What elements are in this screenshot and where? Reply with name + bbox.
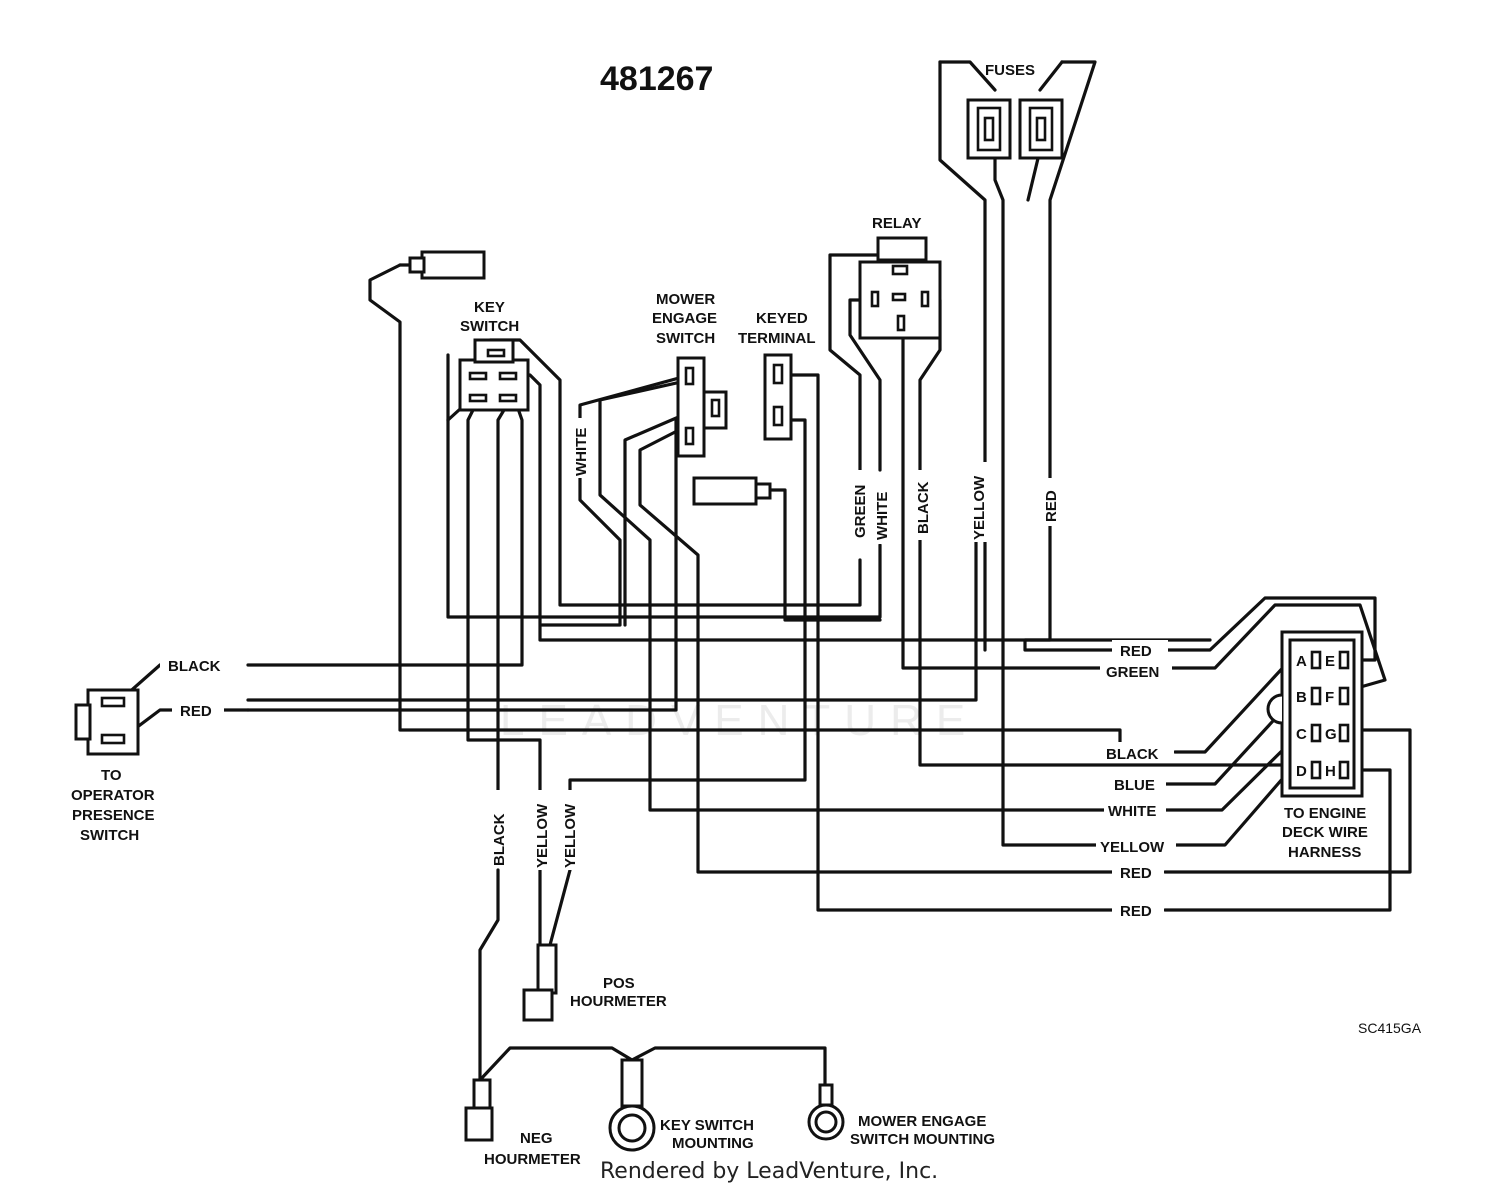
wire-label-red-a: RED	[1120, 643, 1152, 660]
keyed-terminal-label: KEYED TERMINAL	[738, 310, 816, 347]
keyed-terminal-label-line-1: KEYED	[756, 310, 808, 327]
footer-credit: Rendered by LeadVenture, Inc.	[600, 1159, 938, 1184]
horizontal-wire-labels: BLACK RED RED GREEN BLACK BLUE WHITE YEL…	[168, 643, 1165, 920]
wire-label-yellow-fuse: YELLOW	[971, 475, 988, 540]
neg-hourmeter-line-2: HOURMETER	[484, 1151, 581, 1168]
neg-hourmeter-line-1: NEG	[520, 1130, 553, 1147]
mower-engage-mounting-line-1: MOWER ENGAGE	[858, 1113, 986, 1130]
wire-label-red-ops: RED	[180, 703, 212, 720]
mower-engage-mounting-label: MOWER ENGAGE SWITCH MOUNTING	[850, 1113, 995, 1148]
pin-label-e: E	[1325, 653, 1335, 670]
wire-label-black-relay: BLACK	[915, 481, 932, 534]
wire-label-black-c: BLACK	[1106, 746, 1159, 763]
neg-hourmeter-terminal	[464, 1078, 494, 1142]
wire-label-red-h: RED	[1120, 903, 1152, 920]
mower-engage-mounting-ring	[807, 1083, 845, 1141]
drawing-code: SC415GA	[1358, 1020, 1422, 1036]
keyed-terminal	[763, 353, 793, 441]
vertical-wire-labels: WHITE GREEN WHITE BLACK YELLOW RED BLACK…	[491, 428, 1060, 868]
wire-label-red-fuse: RED	[1043, 490, 1060, 522]
wire-label-black-hour: BLACK	[491, 813, 508, 866]
pos-hourmeter-label: POS HOURMETER	[570, 975, 667, 1010]
connector-pin-letters: A B C D E F G H	[1296, 653, 1337, 780]
diagram-title: 481267	[600, 60, 713, 98]
key-switch-label-line-2: SWITCH	[460, 318, 519, 335]
fuse-icon-1	[983, 116, 995, 142]
key-switch-label-line-1: KEY	[474, 299, 505, 316]
key-switch-mounting-line-1: KEY SWITCH	[660, 1117, 754, 1134]
pin-label-g: G	[1325, 726, 1337, 743]
operator-presence-line-3: PRESENCE	[72, 807, 155, 824]
pin-label-a: A	[1296, 653, 1307, 670]
engine-deck-connector	[1266, 630, 1364, 798]
spade-connector-middle	[692, 476, 772, 506]
key-switch-mounting-line-2: MOUNTING	[672, 1135, 754, 1152]
keyed-terminal-label-line-2: TERMINAL	[738, 330, 816, 347]
wire-label-white-relay: WHITE	[874, 492, 891, 540]
relay-label: RELAY	[872, 215, 921, 232]
wire-label-green-relay: GREEN	[852, 485, 869, 538]
mower-engage-switch-label: MOWER ENGAGE SWITCH	[652, 291, 717, 347]
wire-label-red-g: RED	[1120, 865, 1152, 882]
wire-label-yellow-hour-1: YELLOW	[534, 803, 551, 868]
key-switch	[458, 338, 530, 412]
wire-label-green-b: GREEN	[1106, 664, 1159, 681]
operator-presence-line-4: SWITCH	[80, 827, 139, 844]
pos-hourmeter-terminal	[522, 943, 558, 1022]
fuse-icon-2	[1035, 116, 1047, 142]
pin-label-c: C	[1296, 726, 1307, 743]
pin-label-b: B	[1296, 689, 1307, 706]
neg-hourmeter-label: NEG HOURMETER	[484, 1130, 581, 1168]
mower-engage-label-line-3: SWITCH	[656, 330, 715, 347]
spade-connector-top-left	[408, 250, 486, 280]
wire-label-yellow-hour-2: YELLOW	[562, 803, 579, 868]
operator-presence-line-2: OPERATOR	[71, 787, 155, 804]
engine-deck-label: TO ENGINE DECK WIRE HARNESS	[1282, 805, 1368, 861]
fuses-label: FUSES	[985, 62, 1035, 79]
key-switch-mounting-label: KEY SWITCH MOUNTING	[660, 1117, 754, 1152]
wire-label-white-mes: WHITE	[573, 428, 590, 476]
key-switch-label: KEY SWITCH	[460, 299, 519, 335]
fuses	[966, 98, 1064, 160]
relay	[858, 236, 942, 340]
wire-label-yellow-f: YELLOW	[1100, 839, 1165, 856]
wire-label-blue-d: BLUE	[1114, 777, 1155, 794]
wire-label-white-e: WHITE	[1108, 803, 1156, 820]
pos-hourmeter-line-1: POS	[603, 975, 635, 992]
watermark: LEADVENTURE	[500, 696, 979, 745]
label-masks	[160, 418, 1176, 920]
mower-engage-label-line-1: MOWER	[656, 291, 715, 308]
wire-label-black-ops: BLACK	[168, 658, 221, 675]
mower-engage-label-line-2: ENGAGE	[652, 310, 717, 327]
key-switch-mounting-ring	[608, 1058, 656, 1152]
engine-deck-line-2: DECK WIRE	[1282, 824, 1368, 841]
operator-presence-line-1: TO	[101, 767, 122, 784]
operator-presence-connector	[74, 688, 140, 756]
mower-engage-mounting-line-2: SWITCH MOUNTING	[850, 1131, 995, 1148]
pos-hourmeter-line-2: HOURMETER	[570, 993, 667, 1010]
pin-label-h: H	[1325, 763, 1336, 780]
pin-label-f: F	[1325, 689, 1334, 706]
mower-engage-switch	[676, 356, 728, 458]
engine-deck-line-3: HARNESS	[1288, 844, 1361, 861]
operator-presence-label: TO OPERATOR PRESENCE SWITCH	[71, 767, 155, 844]
wires	[116, 60, 1412, 1087]
engine-deck-line-1: TO ENGINE	[1284, 805, 1366, 822]
pin-label-d: D	[1296, 763, 1307, 780]
